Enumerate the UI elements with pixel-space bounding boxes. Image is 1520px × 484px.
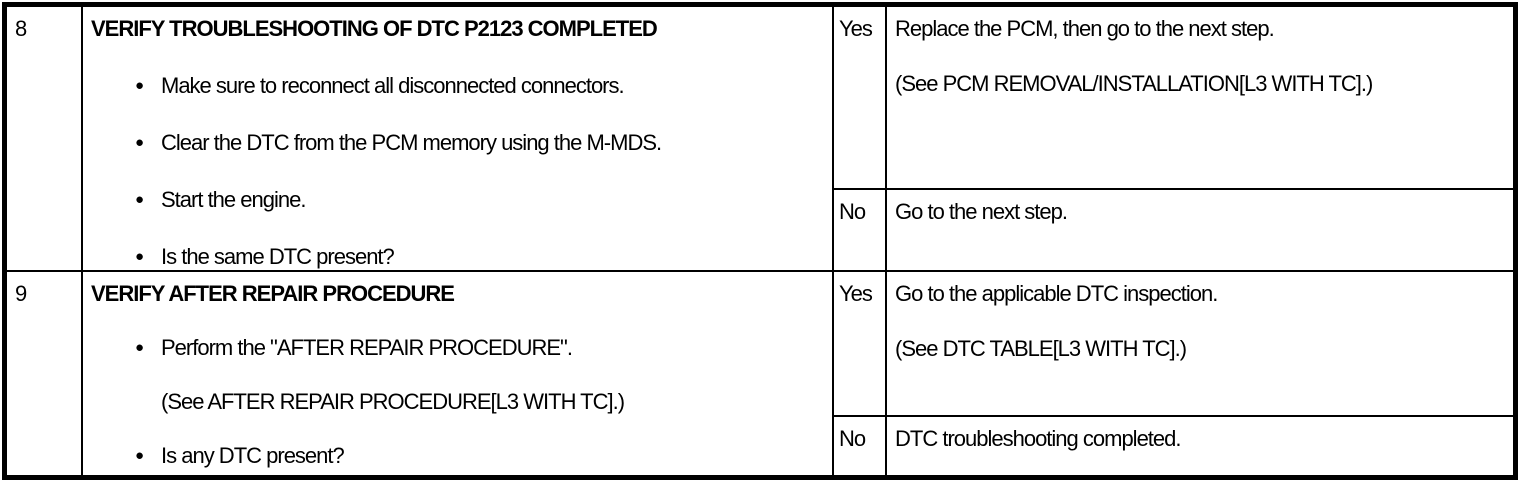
bullet-icon: ● <box>135 77 144 94</box>
result-line: Replace the PCM, then go to the next ste… <box>895 16 1275 41</box>
bullet-icon: ● <box>135 191 144 208</box>
no-label-cell: No <box>834 190 887 270</box>
no-label: No <box>839 199 866 224</box>
yes-result-cell: Replace the PCM, then go to the next ste… <box>887 7 1513 190</box>
yes-label: Yes <box>839 281 873 306</box>
step-number: 8 <box>15 16 27 41</box>
checklist-item: ● Is the same DTC present? <box>91 245 824 269</box>
no-label: No <box>839 426 866 451</box>
checklist-item-text: Is the same DTC present? <box>161 244 395 269</box>
no-label-cell: No <box>834 417 887 479</box>
checklist-item: ● Is any DTC present? <box>91 444 824 468</box>
yes-label-cell: Yes <box>834 7 887 190</box>
action-title: VERIFY AFTER REPAIR PROCEDURE <box>91 281 455 306</box>
bullet-icon: ● <box>135 248 144 265</box>
checklist-item-text: Start the engine. <box>161 187 306 212</box>
checklist-item: ● Clear the DTC from the PCM memory usin… <box>91 131 824 155</box>
checklist-item-text: Clear the DTC from the PCM memory using … <box>161 130 662 155</box>
checklist-item-text: Perform the "AFTER REPAIR PROCEDURE". <box>161 335 573 360</box>
action-title: VERIFY TROUBLESHOOTING OF DTC P2123 COMP… <box>91 16 658 41</box>
result-line: (See DTC TABLE[L3 WITH TC].) <box>895 336 1187 361</box>
checklist-item-text: Is any DTC present? <box>161 443 345 468</box>
checklist-item: ● Make sure to reconnect all disconnecte… <box>91 74 824 98</box>
result-line: Go to the next step. <box>895 199 1068 224</box>
action-cell: VERIFY AFTER REPAIR PROCEDURE ● Perform … <box>83 272 834 479</box>
no-result-cell: DTC troubleshooting completed. <box>887 417 1513 479</box>
result-line: (See PCM REMOVAL/INSTALLATION[L3 WITH TC… <box>895 71 1373 96</box>
step-number-cell: 8 <box>7 7 83 270</box>
yes-label-cell: Yes <box>834 272 887 417</box>
yes-result-cell: Go to the applicable DTC inspection. (Se… <box>887 272 1513 417</box>
step-number: 9 <box>15 281 27 306</box>
checklist-item: ● Perform the "AFTER REPAIR PROCEDURE". <box>91 336 824 360</box>
no-result-cell: Go to the next step. <box>887 190 1513 270</box>
bullet-icon: ● <box>135 447 144 464</box>
yes-label: Yes <box>839 16 873 41</box>
bullet-icon: ● <box>135 134 144 151</box>
action-cell: VERIFY TROUBLESHOOTING OF DTC P2123 COMP… <box>83 7 834 270</box>
checklist-item: ● Start the engine. <box>91 188 824 212</box>
bullet-icon: ● <box>135 339 144 356</box>
result-line: Go to the applicable DTC inspection. <box>895 281 1218 306</box>
checklist-item-continuation: (See AFTER REPAIR PROCEDURE[L3 WITH TC].… <box>91 390 824 414</box>
step-number-cell: 9 <box>7 272 83 479</box>
step-row-9: 9 VERIFY AFTER REPAIR PROCEDURE ● Perfor… <box>7 270 1513 479</box>
checklist-item-text: (See AFTER REPAIR PROCEDURE[L3 WITH TC].… <box>161 389 625 414</box>
checklist-item-text: Make sure to reconnect all disconnected … <box>161 73 625 98</box>
result-line: DTC troubleshooting completed. <box>895 426 1182 451</box>
step-row-8: 8 VERIFY TROUBLESHOOTING OF DTC P2123 CO… <box>7 7 1513 270</box>
